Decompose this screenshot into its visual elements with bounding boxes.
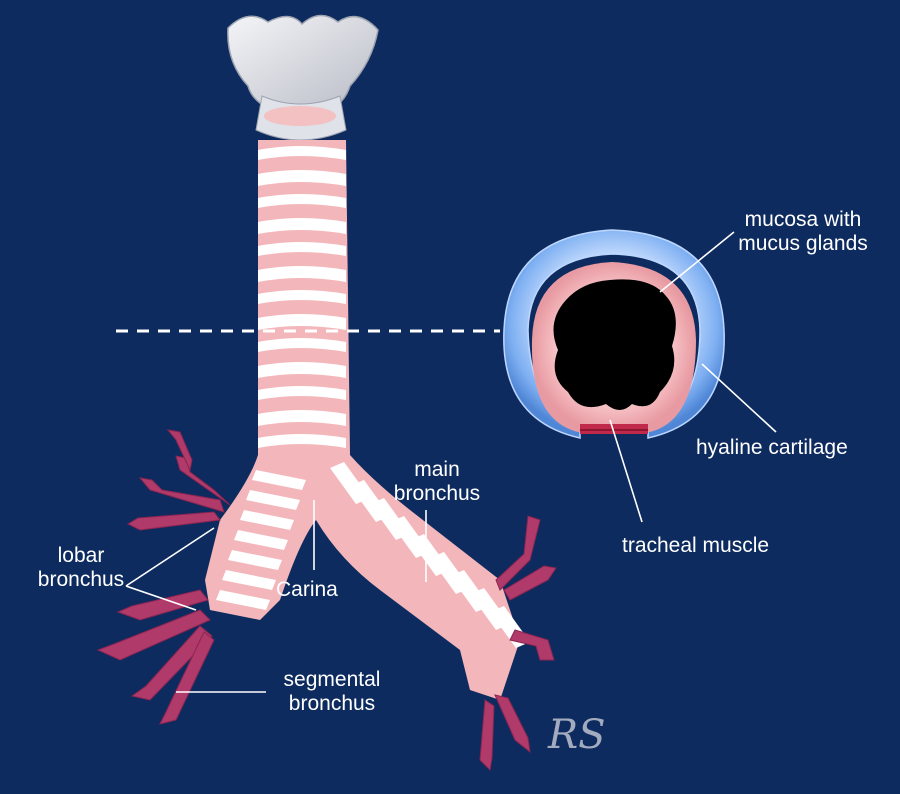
cartilage-ring <box>252 470 306 490</box>
cartilage-ring <box>258 194 346 208</box>
trachea-cross-section <box>503 229 725 439</box>
label-lobar-bronchus-line2: bronchus <box>37 568 125 591</box>
label-segmental-bronchus-line1: segmental <box>283 668 381 691</box>
right-bronchial-tree <box>479 515 557 772</box>
label-segmental-bronchus-line2: bronchus <box>288 692 376 715</box>
cartilage-ring <box>258 218 346 234</box>
cartilage-ring <box>258 146 346 160</box>
left-bronchial-tree <box>96 429 231 725</box>
cartilage-ring <box>216 590 270 610</box>
cartilage-ring <box>258 434 346 448</box>
label-mucosa: mucosa with mucus glands <box>718 208 888 256</box>
label-lobar-bronchus-line1: lobar <box>57 544 105 567</box>
cartilage-ring <box>258 410 346 426</box>
cartilage-ring <box>240 510 294 530</box>
cartilage-ring <box>246 490 300 510</box>
label-main-bronchus-line2: bronchus <box>393 482 481 505</box>
label-main-bronchus-line1: main <box>414 458 460 481</box>
cartilage-ring <box>258 266 346 282</box>
cartilage-ring <box>234 530 288 550</box>
cartilage-ring <box>258 362 346 378</box>
cartilage-ring <box>258 170 346 186</box>
cartilage-rings <box>216 146 530 648</box>
label-mucosa-line2: mucus glands <box>738 232 868 255</box>
cartilage-ring <box>258 314 346 330</box>
label-mucosa-line1: mucosa with <box>744 208 862 231</box>
cartilage-ring <box>258 242 346 256</box>
label-lobar-bronchus: lobar bronchus <box>26 544 136 592</box>
label-carina: Carina <box>276 578 338 601</box>
cartilage-ring <box>258 386 346 400</box>
trachea <box>205 140 520 700</box>
label-hyaline-cartilage: hyaline cartilage <box>696 436 848 459</box>
cartilage-ring <box>258 338 346 352</box>
leader-lines <box>125 231 777 693</box>
cartilage-ring <box>228 550 282 570</box>
larynx <box>227 14 379 141</box>
label-tracheal-muscle: tracheal muscle <box>622 534 770 557</box>
label-main-bronchus: main bronchus <box>382 458 492 506</box>
artist-signature: RS <box>548 712 606 758</box>
cartilage-ring <box>258 290 346 304</box>
label-segmental-bronchus: segmental bronchus <box>262 668 402 716</box>
cartilage-ring <box>222 570 276 590</box>
